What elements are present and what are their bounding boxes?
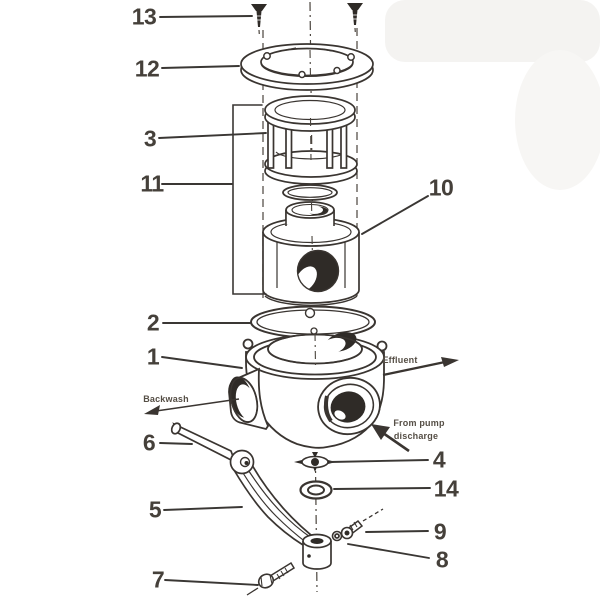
from-pump-label-line2: discharge xyxy=(393,431,439,441)
part-label-9: 9 xyxy=(433,518,447,545)
part-label-6: 6 xyxy=(142,429,156,456)
backwash-arrow xyxy=(144,398,240,415)
part-label-4: 4 xyxy=(432,446,446,473)
set-screw-illustration xyxy=(331,508,384,542)
part-label-5: 5 xyxy=(148,496,162,523)
part-label-12: 12 xyxy=(134,55,160,82)
axis-overlay-dashes xyxy=(309,49,317,367)
effluent-arrow xyxy=(382,357,459,377)
part-label-11: 11 xyxy=(140,170,164,197)
part-label-8: 8 xyxy=(435,546,449,573)
part-label-2: 2 xyxy=(146,309,160,336)
from-pump-arrow xyxy=(371,424,410,453)
cover-flange-illustration xyxy=(240,43,374,91)
part-label-14: 14 xyxy=(433,475,459,502)
valve-body-illustration xyxy=(228,327,388,449)
part-label-1: 1 xyxy=(146,343,160,370)
part-label-7: 7 xyxy=(151,566,165,593)
handle-bolt-illustration xyxy=(246,561,296,596)
effluent-label: Effluent xyxy=(382,355,418,365)
body-oring-illustration xyxy=(250,305,376,339)
scan-artifacts xyxy=(385,0,600,190)
handle-illustration xyxy=(170,422,332,570)
screw-illustration xyxy=(251,3,363,38)
part-label-13: 13 xyxy=(131,3,157,30)
washer-illustration xyxy=(299,480,333,500)
small-oring-illustration xyxy=(282,184,338,201)
backwash-label: Backwash xyxy=(143,394,189,404)
part-label-10: 10 xyxy=(428,174,454,201)
part-label-3: 3 xyxy=(143,125,157,152)
upper-cage-illustration xyxy=(264,95,358,185)
from-pump-label-line1: From pump xyxy=(393,418,445,428)
rotor-assembly-illustration xyxy=(262,201,360,306)
leader-lines xyxy=(158,15,431,586)
